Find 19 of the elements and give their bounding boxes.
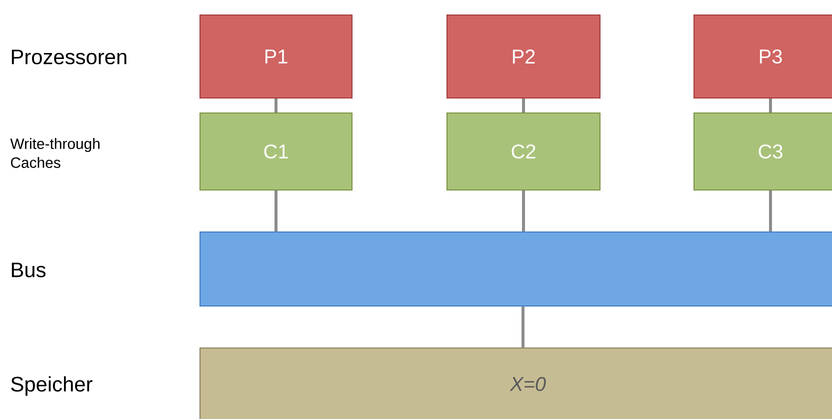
connector-line bbox=[274, 190, 278, 232]
row-label: Bus bbox=[12, 262, 46, 278]
memory-box: X=0 bbox=[200, 348, 832, 419]
bus-bar bbox=[200, 232, 832, 306]
processor-box: P2 bbox=[446, 14, 600, 98]
row-label: Speicher bbox=[11, 376, 92, 396]
connector-line bbox=[769, 98, 772, 112]
processor-box: P1 bbox=[200, 14, 352, 98]
row-label: Write-through Caches bbox=[10, 138, 100, 168]
connector-line bbox=[769, 190, 772, 232]
cache-box: C3 bbox=[694, 112, 832, 190]
cache-box: C2 bbox=[446, 112, 600, 190]
connector-line bbox=[522, 306, 524, 348]
processor-box: P3 bbox=[694, 14, 832, 98]
cache-box: C1 bbox=[200, 112, 352, 190]
connector-line bbox=[522, 98, 525, 112]
connector-line bbox=[274, 98, 278, 112]
connector-line bbox=[522, 190, 525, 232]
row-label: Prozessoren bbox=[12, 50, 126, 64]
